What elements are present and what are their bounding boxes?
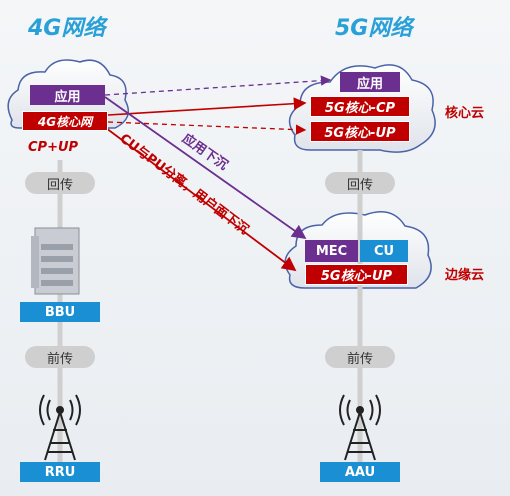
mec-box: MEC bbox=[305, 240, 358, 262]
cu-box: CU bbox=[360, 240, 408, 262]
bbu-label: BBU bbox=[20, 302, 100, 322]
app-sink-arrow bbox=[104, 96, 307, 240]
aau-label: AAU bbox=[320, 462, 400, 482]
up-sink-arrow bbox=[101, 124, 297, 272]
bbu-device-icon bbox=[31, 227, 80, 295]
aau-tower-icon bbox=[339, 394, 381, 461]
left-app-box: 应用 bbox=[30, 85, 105, 105]
core-dashed-arrow bbox=[107, 121, 307, 135]
left-title: 4G网络 bbox=[28, 16, 106, 41]
left-cp-up-label: CP+UP bbox=[28, 140, 79, 155]
cp-solid-arrow bbox=[107, 97, 307, 116]
app-dashed-arrow bbox=[104, 75, 332, 96]
left-backhaul-pill: 回传 bbox=[25, 172, 95, 194]
right-backhaul-pill: 回传 bbox=[325, 172, 395, 194]
core-up-box: 5G核心-UP bbox=[310, 121, 410, 142]
rru-tower-icon bbox=[39, 394, 81, 461]
rru-label: RRU bbox=[20, 462, 100, 482]
left-core-box: 4G核心网 bbox=[22, 111, 108, 131]
left-fronthaul-pill: 前传 bbox=[25, 346, 95, 368]
edge-up-box: 5G核心-UP bbox=[305, 264, 408, 285]
core-cloud-label: 核心云 bbox=[445, 106, 485, 121]
edge-cloud-label: 边缘云 bbox=[445, 268, 485, 283]
core-app-box: 应用 bbox=[340, 72, 400, 92]
right-title: 5G网络 bbox=[335, 16, 413, 41]
core-cp-box: 5G核心-CP bbox=[310, 96, 410, 117]
right-fronthaul-pill: 前传 bbox=[325, 346, 395, 368]
